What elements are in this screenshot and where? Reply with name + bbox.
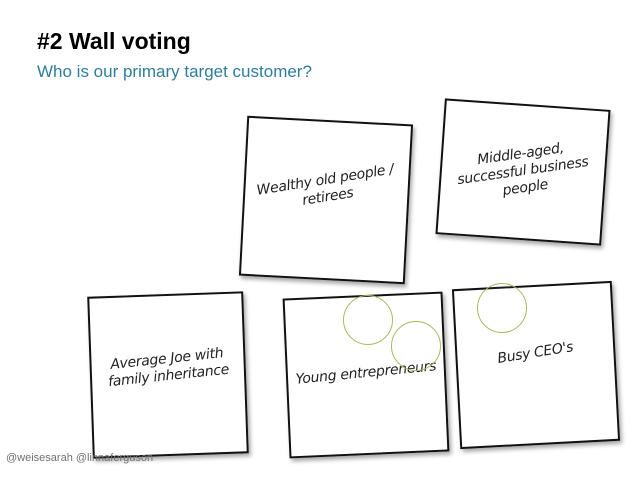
vote-dot-icon	[477, 283, 527, 333]
sticky-note-label: Average Joe with family inheritance	[107, 345, 230, 391]
vote-dot-icon	[391, 321, 441, 371]
sticky-note-average-joe: Average Joe with family inheritance	[87, 291, 249, 459]
sticky-note-label: Wealthy old people / retirees	[255, 161, 395, 209]
slide-subtitle: Who is our primary target customer?	[37, 62, 312, 81]
slide-title: #2 Wall voting	[37, 28, 191, 54]
sticky-note-middle-aged: Middle-aged, successful business people	[435, 98, 611, 246]
sticky-note-label: Busy CEO's	[496, 339, 575, 367]
author-credit: @weisesarah @linnaferguson	[6, 452, 154, 464]
sticky-note-label: Middle-aged, successful business people	[456, 140, 590, 199]
sticky-note-wealthy-old-people: Wealthy old people / retirees	[238, 115, 414, 285]
vote-dot-icon	[343, 295, 393, 345]
